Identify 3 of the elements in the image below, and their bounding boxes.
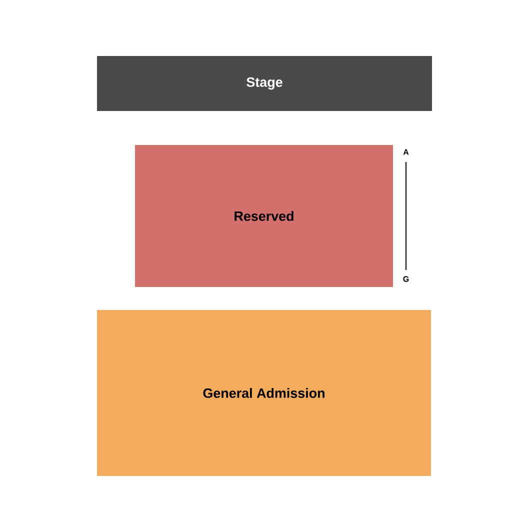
stage-block: Stage <box>97 56 432 111</box>
seating-section: General Admission <box>97 310 431 476</box>
seating-section: Reserved <box>135 145 393 287</box>
